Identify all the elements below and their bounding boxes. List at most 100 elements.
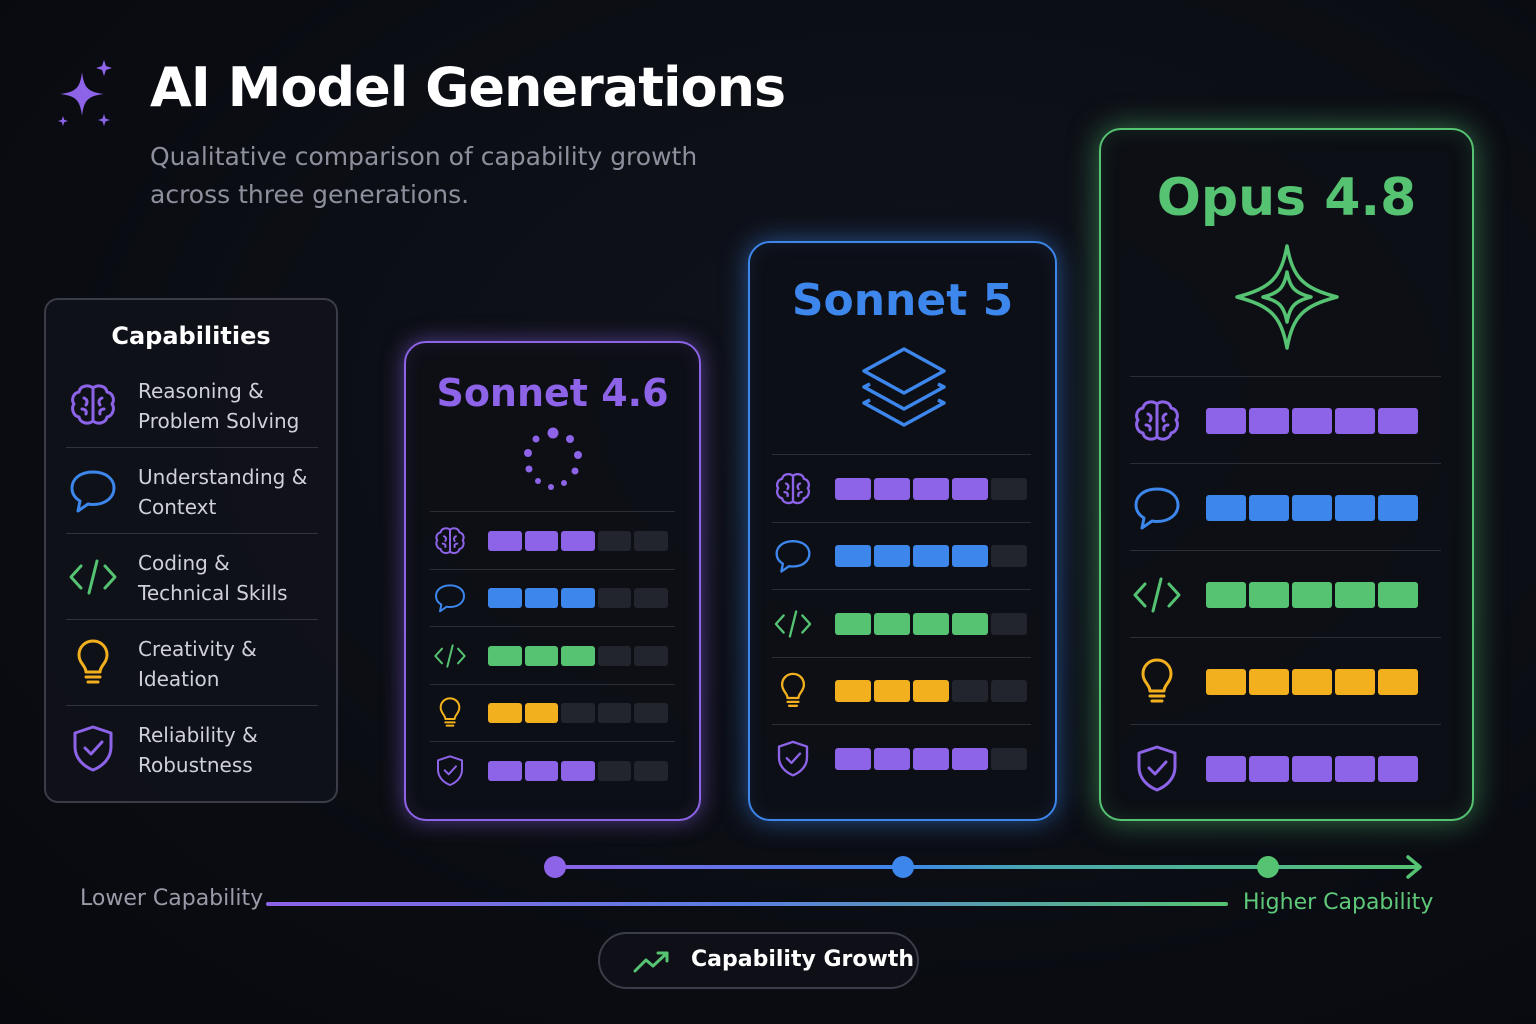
capability-score-bar bbox=[1206, 668, 1418, 695]
score-segment-filled bbox=[874, 747, 910, 770]
score-segment-filled bbox=[1206, 494, 1246, 521]
lightbulb-icon bbox=[780, 672, 806, 708]
score-segment-filled bbox=[835, 545, 871, 568]
score-segment-empty bbox=[597, 588, 631, 609]
capability-row bbox=[1130, 550, 1441, 637]
code-icon bbox=[1133, 577, 1181, 612]
legend-item-understanding: Understanding & Context bbox=[66, 448, 318, 534]
speech-bubble-icon bbox=[435, 584, 465, 613]
shield-check-icon bbox=[777, 740, 809, 777]
score-segment-filled bbox=[874, 477, 910, 500]
score-segment-filled bbox=[913, 747, 949, 770]
score-segment-filled bbox=[1249, 755, 1289, 782]
score-segment-filled bbox=[952, 612, 988, 635]
score-segment-filled bbox=[561, 588, 595, 609]
score-segment-empty bbox=[634, 588, 668, 609]
score-segment-filled bbox=[1335, 755, 1375, 782]
score-segment-filled bbox=[874, 545, 910, 568]
capability-row bbox=[772, 589, 1031, 657]
capability-score-bar bbox=[835, 747, 1027, 770]
score-segment-empty bbox=[597, 645, 631, 666]
layers-icon bbox=[862, 347, 946, 427]
lightbulb-icon bbox=[1141, 658, 1173, 702]
code-icon bbox=[69, 559, 117, 595]
score-segment-filled bbox=[1335, 407, 1375, 434]
score-segment-empty bbox=[597, 760, 631, 781]
score-segment-filled bbox=[1378, 581, 1418, 608]
score-segment-filled bbox=[1378, 755, 1418, 782]
capability-score-bar bbox=[835, 545, 1027, 568]
capabilities-legend: Capabilities Reasoning & Problem Solving… bbox=[44, 298, 338, 803]
score-segment-filled bbox=[561, 530, 595, 551]
capability-row bbox=[772, 521, 1031, 590]
model-card-sonnet-4-6: Sonnet 4.6 bbox=[404, 341, 701, 821]
code-icon bbox=[774, 610, 812, 638]
legend-item-creativity: Creativity & Ideation bbox=[66, 620, 318, 706]
score-segment-filled bbox=[952, 545, 988, 568]
score-segment-filled bbox=[835, 477, 871, 500]
legend-label: Coding & Technical Skills bbox=[138, 551, 288, 605]
score-segment-filled bbox=[952, 747, 988, 770]
model-card-sonnet-5: Sonnet 5 bbox=[748, 241, 1057, 821]
capability-row bbox=[430, 511, 675, 569]
score-segment-filled bbox=[913, 477, 949, 500]
score-segment-filled bbox=[1292, 755, 1332, 782]
legend-item-coding: Coding & Technical Skills bbox=[66, 534, 318, 620]
score-segment-filled bbox=[1249, 407, 1289, 434]
capability-score-bar bbox=[488, 530, 668, 551]
score-segment-empty bbox=[561, 703, 595, 724]
legend-item-reasoning: Reasoning & Problem Solving bbox=[66, 362, 318, 448]
legend-title: Capabilities bbox=[111, 322, 271, 350]
speech-bubble-icon bbox=[775, 540, 811, 573]
score-segment-filled bbox=[952, 477, 988, 500]
score-segment-filled bbox=[524, 530, 558, 551]
capability-row bbox=[430, 741, 675, 799]
score-segment-filled bbox=[874, 612, 910, 635]
score-segment-filled bbox=[1249, 581, 1289, 608]
legend-label: Reasoning & Problem Solving bbox=[138, 379, 300, 433]
score-segment-filled bbox=[1249, 494, 1289, 521]
speech-bubble-icon bbox=[70, 470, 116, 513]
score-segment-filled bbox=[835, 680, 871, 703]
capability-row bbox=[1130, 637, 1441, 724]
score-segment-filled bbox=[835, 747, 871, 770]
capability-score-bar bbox=[488, 703, 668, 724]
score-segment-filled bbox=[874, 680, 910, 703]
capability-row bbox=[772, 724, 1031, 792]
score-segment-filled bbox=[1335, 668, 1375, 695]
shield-check-icon bbox=[73, 725, 113, 772]
page-subtitle: Qualitative comparison of capability gro… bbox=[150, 142, 698, 209]
legend-label: Creativity & Ideation bbox=[138, 637, 257, 691]
lightbulb-icon bbox=[439, 697, 461, 727]
score-segment-filled bbox=[1292, 407, 1332, 434]
score-segment-empty bbox=[634, 645, 668, 666]
capability-timeline bbox=[266, 855, 1422, 906]
sparkle-icon bbox=[58, 60, 112, 126]
page-title: AI Model Generations bbox=[150, 56, 786, 119]
score-segment-filled bbox=[524, 645, 558, 666]
capability-row bbox=[430, 683, 675, 742]
axis-high-label: Higher Capability bbox=[1243, 890, 1434, 915]
capability-score-bar bbox=[835, 477, 1027, 500]
capability-row bbox=[772, 656, 1031, 725]
score-segment-filled bbox=[913, 680, 949, 703]
score-segment-filled bbox=[913, 545, 949, 568]
legend-label: Reliability & Robustness bbox=[138, 723, 258, 777]
brain-icon bbox=[435, 527, 465, 554]
score-segment-filled bbox=[488, 645, 522, 666]
model-card-opus-4-8: Opus 4.8 bbox=[1099, 128, 1474, 821]
score-segment-filled bbox=[835, 612, 871, 635]
score-segment-empty bbox=[952, 680, 988, 703]
score-segment-filled bbox=[1378, 407, 1418, 434]
score-segment-filled bbox=[488, 760, 522, 781]
score-segment-empty bbox=[597, 530, 631, 551]
speech-bubble-icon bbox=[1134, 487, 1180, 529]
model-name: Opus 4.8 bbox=[1156, 168, 1417, 228]
shield-check-icon bbox=[437, 755, 463, 786]
score-segment-empty bbox=[991, 612, 1027, 635]
score-segment-filled bbox=[1206, 755, 1246, 782]
score-segment-filled bbox=[1378, 668, 1418, 695]
score-segment-filled bbox=[913, 612, 949, 635]
score-segment-empty bbox=[634, 530, 668, 551]
capability-growth-label: Capability Growth bbox=[691, 947, 914, 972]
